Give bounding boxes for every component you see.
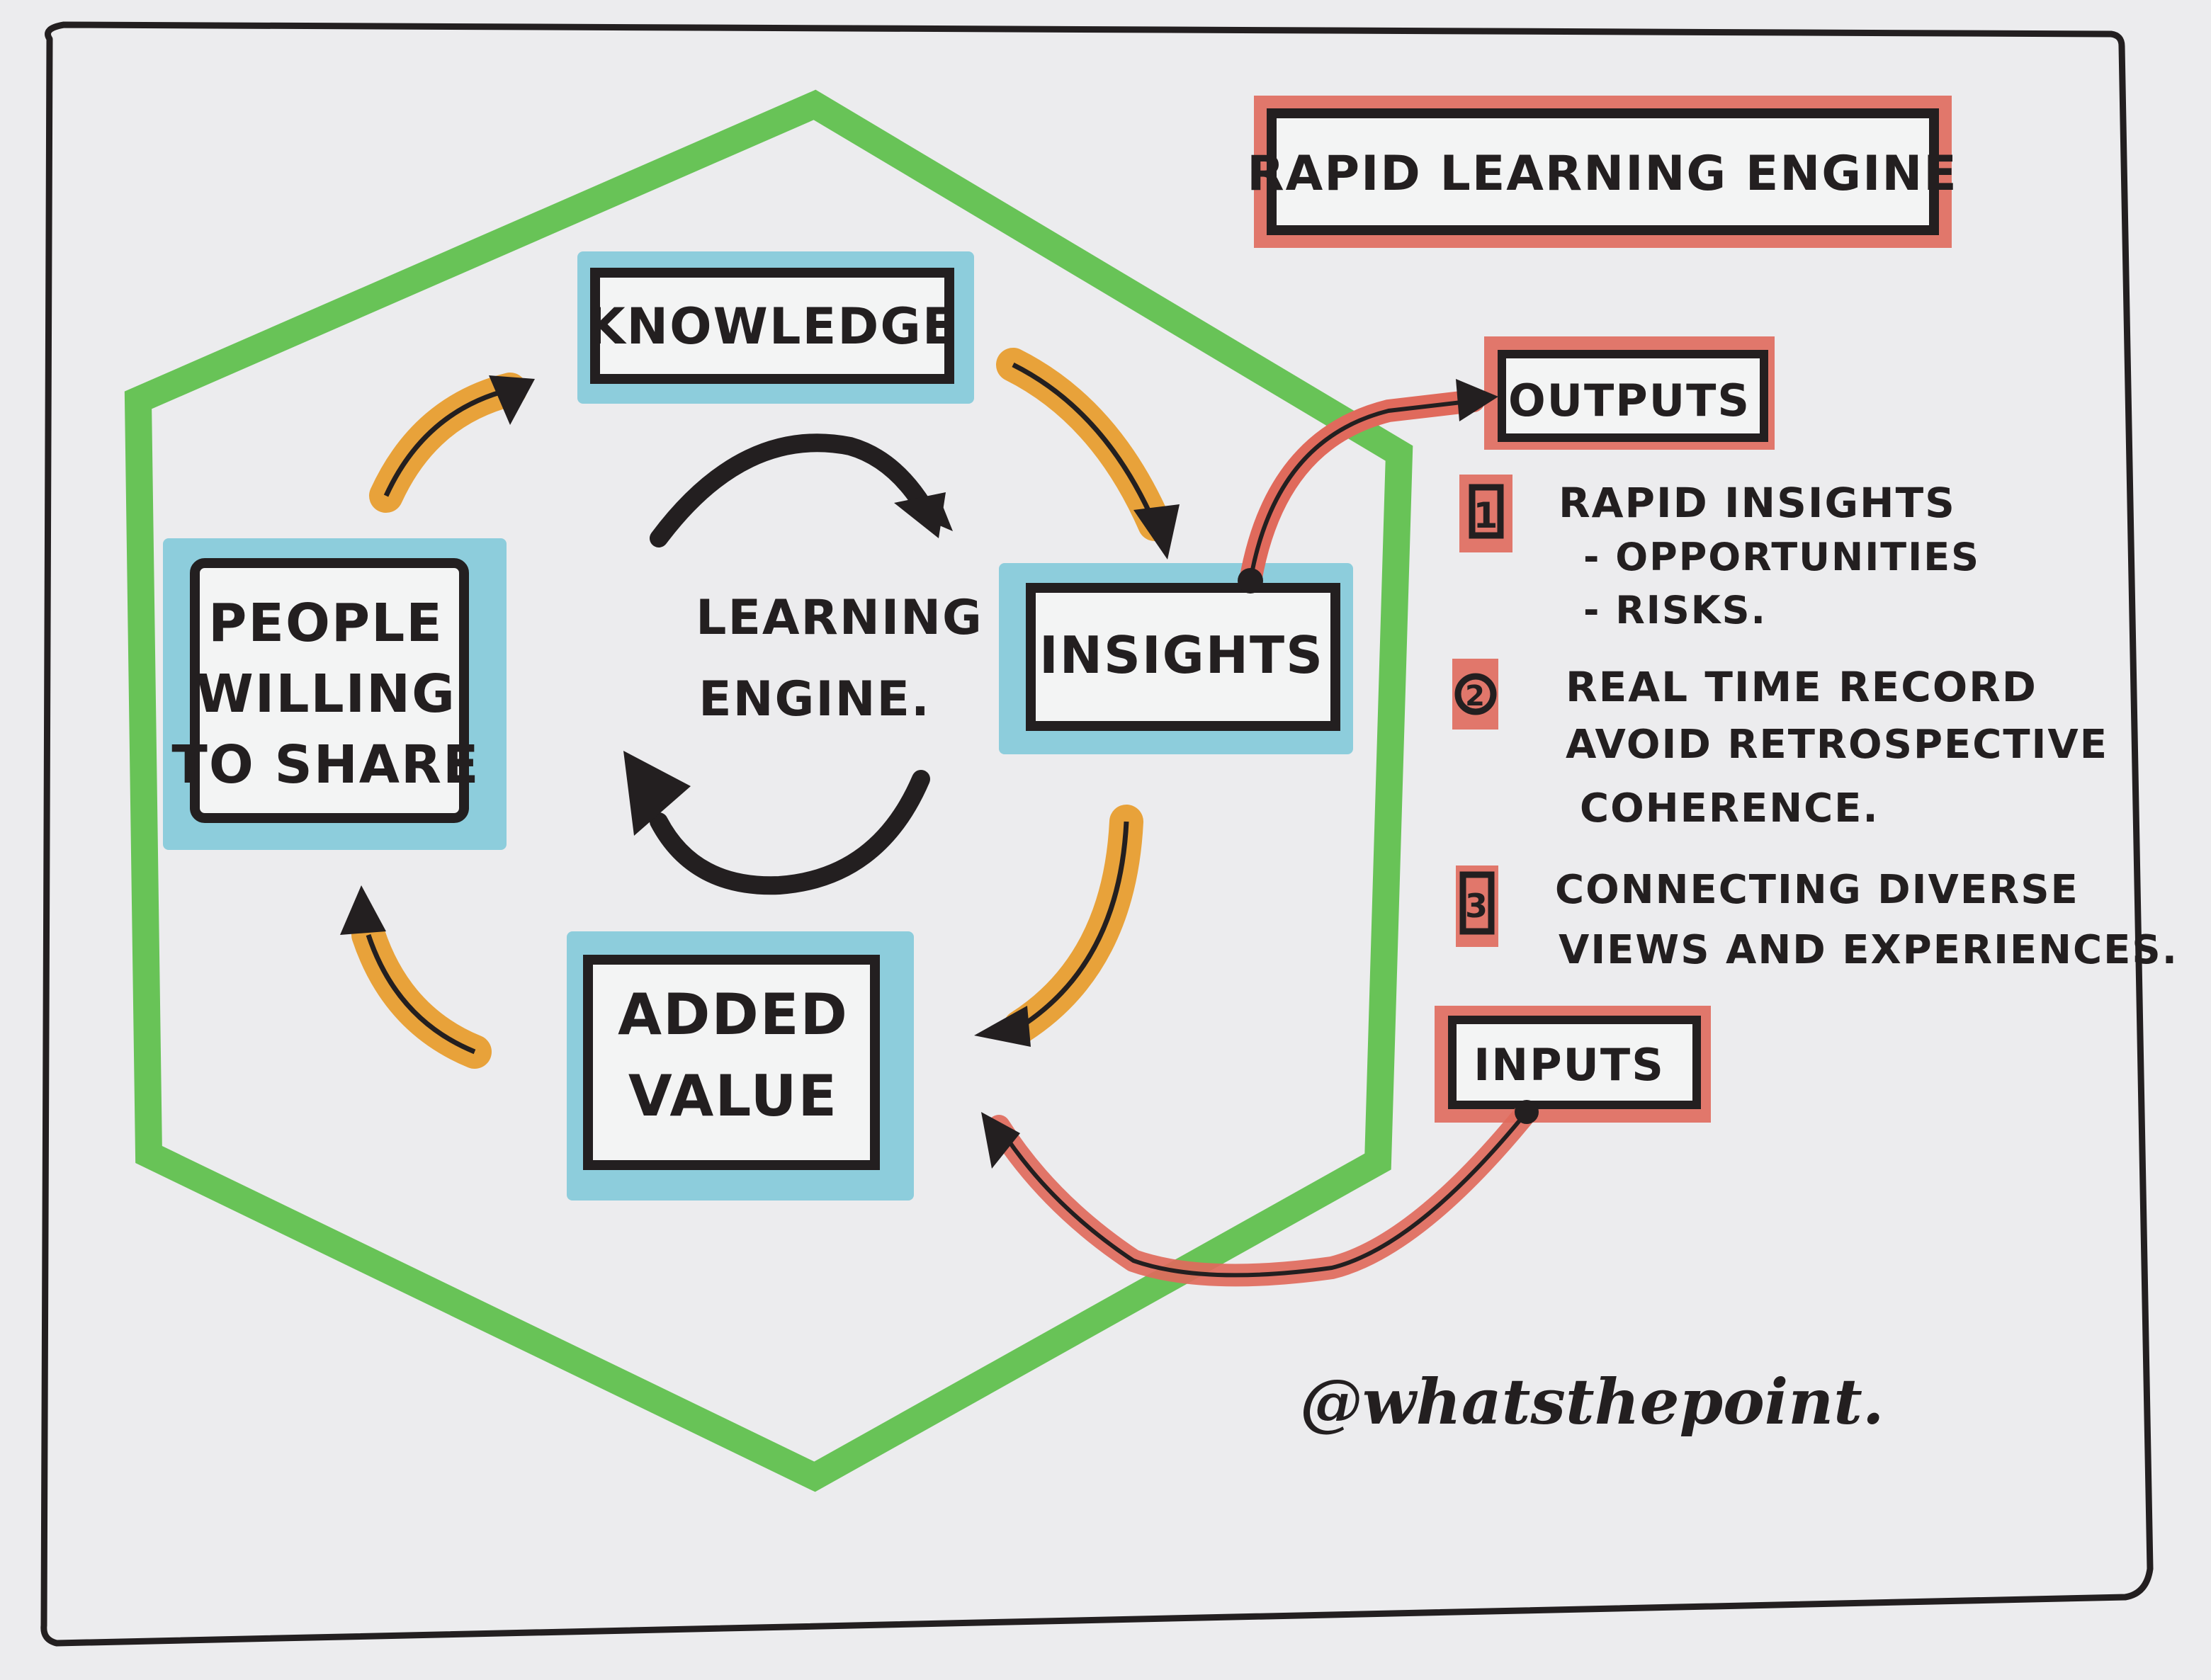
node-added-value: ADDED VALUE — [567, 931, 914, 1201]
node-added-value-label-line1: ADDED — [618, 982, 849, 1048]
center-label-line2: ENGINE. — [699, 671, 931, 727]
output-item-2: 2 REAL TIME RECORD AVOID RETROSPECTIVE C… — [1452, 659, 2108, 832]
node-added-value-label-line2: VALUE — [628, 1063, 838, 1129]
node-people-label-line3: TO SHARE — [171, 734, 480, 795]
inputs-label: INPUTS — [1474, 1039, 1665, 1091]
output-item-1: 1 RAPID INSIGHTS - OPPORTUNITIES - RISKS… — [1459, 475, 1980, 632]
output-item-3: 3 CONNECTING DIVERSE VIEWS AND EXPERIENC… — [1456, 865, 2178, 973]
outputs-label: OUTPUTS — [1508, 375, 1751, 426]
author-signature: @whatsthepoint. — [1300, 1365, 1884, 1438]
output-item-3-number: 3 — [1465, 887, 1489, 925]
output-item-2-number: 2 — [1465, 680, 1486, 713]
output-item-2-line2: AVOID RETROSPECTIVE — [1566, 722, 2108, 768]
output-item-1-number: 1 — [1474, 495, 1500, 536]
arrow-insights-to-outputs-icon — [1238, 379, 1498, 594]
node-people-willing-to-share: PEOPLE WILLING TO SHARE — [163, 538, 507, 850]
title-box: RAPID LEARNING ENGINE — [1247, 96, 1957, 248]
output-item-3-line2: VIEWS AND EXPERIENCES. — [1559, 927, 2178, 973]
center-label-line1: LEARNING — [696, 590, 983, 646]
outer-frame — [40, 21, 2154, 1647]
output-item-1-line1: RAPID INSIGHTS — [1559, 479, 1956, 527]
node-knowledge-label: KNOWLEDGE — [587, 297, 957, 356]
output-item-1-line3: - RISKS. — [1583, 588, 1767, 632]
output-item-3-line1: CONNECTING DIVERSE — [1555, 867, 2079, 913]
cycle-arrows-icon — [623, 433, 953, 895]
output-item-2-line3: COHERENCE. — [1580, 785, 1879, 832]
arrow-knowledge-to-insights-icon — [996, 348, 1180, 560]
output-item-2-line1: REAL TIME RECORD — [1566, 663, 2037, 711]
title-text: RAPID LEARNING ENGINE — [1247, 146, 1957, 202]
outputs-box: OUTPUTS — [1484, 336, 1775, 450]
arrow-people-to-knowledge-icon — [369, 373, 535, 513]
arrow-inputs-to-added-value-icon — [981, 1100, 1539, 1287]
node-people-label-line1: PEOPLE — [208, 593, 443, 654]
node-insights: INSIGHTS — [999, 563, 1353, 754]
node-people-label-line2: WILLING — [196, 664, 456, 725]
arrow-added-value-to-people-icon — [340, 885, 492, 1069]
hexagon-frame — [124, 89, 1413, 1492]
arrow-insights-to-added-value-icon — [974, 805, 1143, 1047]
node-insights-label: INSIGHTS — [1039, 625, 1324, 685]
inputs-box: INPUTS — [1435, 1006, 1711, 1123]
node-knowledge: KNOWLEDGE — [577, 251, 974, 404]
output-item-1-line2: - OPPORTUNITIES — [1583, 535, 1980, 579]
